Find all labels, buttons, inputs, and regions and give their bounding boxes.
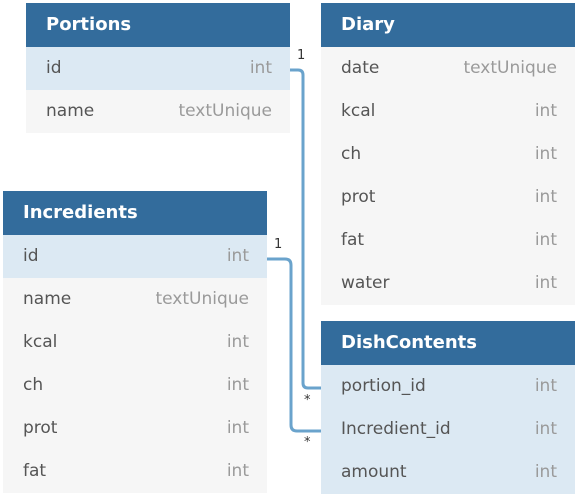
field-type: textUnique (463, 58, 557, 78)
field-name: id (46, 58, 62, 78)
field-name: prot (23, 418, 58, 438)
table-dishcontents[interactable]: DishContents portion_id int Incredient_i… (321, 321, 575, 494)
field-name: fat (23, 461, 47, 481)
field-row-id[interactable]: id int (3, 235, 267, 278)
field-name: kcal (23, 332, 58, 352)
field-row-name[interactable]: name textUnique (3, 278, 267, 321)
field-row-amount[interactable]: amount int (321, 451, 575, 494)
field-type: int (534, 187, 557, 207)
field-row-prot[interactable]: prot int (3, 407, 267, 450)
field-row-ch[interactable]: ch int (3, 364, 267, 407)
field-name: prot (341, 187, 376, 207)
field-row-incredient-id[interactable]: Incredient_id int (321, 408, 575, 451)
field-row-water[interactable]: water int (321, 262, 575, 305)
field-type: int (226, 375, 249, 395)
field-type: int (534, 273, 557, 293)
field-row-fat[interactable]: fat int (3, 450, 267, 493)
field-type: int (226, 246, 249, 266)
field-row-ch[interactable]: ch int (321, 133, 575, 176)
field-name: date (341, 58, 380, 78)
field-row-name[interactable]: name textUnique (26, 90, 290, 133)
field-name: amount (341, 462, 407, 482)
field-row-id[interactable]: id int (26, 47, 290, 90)
field-type: int (249, 58, 272, 78)
field-type: int (226, 461, 249, 481)
field-row-date[interactable]: date textUnique (321, 47, 575, 90)
cardinality-many-portion-id: * (304, 393, 311, 408)
cardinality-one-incredients: 1 (274, 237, 283, 252)
field-name: name (46, 101, 95, 121)
table-portions[interactable]: Portions id int name textUnique (26, 3, 290, 133)
field-type: int (534, 462, 557, 482)
connector-incredients-to-dishcontents (267, 257, 321, 433)
field-name: Incredient_id (341, 419, 451, 439)
field-type: int (226, 418, 249, 438)
table-title-portions[interactable]: Portions (26, 3, 290, 47)
field-row-kcal[interactable]: kcal int (321, 90, 575, 133)
field-type: textUnique (178, 101, 272, 121)
field-name: kcal (341, 101, 376, 121)
table-diary[interactable]: Diary date textUnique kcal int ch int pr… (321, 3, 575, 305)
connector-portions-to-dishcontents (290, 68, 321, 390)
field-type: int (534, 230, 557, 250)
field-type: int (226, 332, 249, 352)
field-row-fat[interactable]: fat int (321, 219, 575, 262)
field-name: ch (23, 375, 44, 395)
field-name: name (23, 289, 72, 309)
table-incredients[interactable]: Incredients id int name textUnique kcal … (3, 191, 267, 493)
field-type: int (534, 419, 557, 439)
field-row-prot[interactable]: prot int (321, 176, 575, 219)
field-name: water (341, 273, 390, 293)
field-type: int (534, 376, 557, 396)
table-title-dishcontents[interactable]: DishContents (321, 321, 575, 365)
table-title-diary[interactable]: Diary (321, 3, 575, 47)
field-type: int (534, 144, 557, 164)
field-row-kcal[interactable]: kcal int (3, 321, 267, 364)
field-name: ch (341, 144, 362, 164)
field-row-portion-id[interactable]: portion_id int (321, 365, 575, 408)
cardinality-one-portions: 1 (297, 48, 306, 63)
table-title-incredients[interactable]: Incredients (3, 191, 267, 235)
field-name: portion_id (341, 376, 426, 396)
field-name: id (23, 246, 39, 266)
field-name: fat (341, 230, 365, 250)
cardinality-many-incredient-id: * (304, 435, 311, 450)
field-type: int (534, 101, 557, 121)
field-type: textUnique (155, 289, 249, 309)
